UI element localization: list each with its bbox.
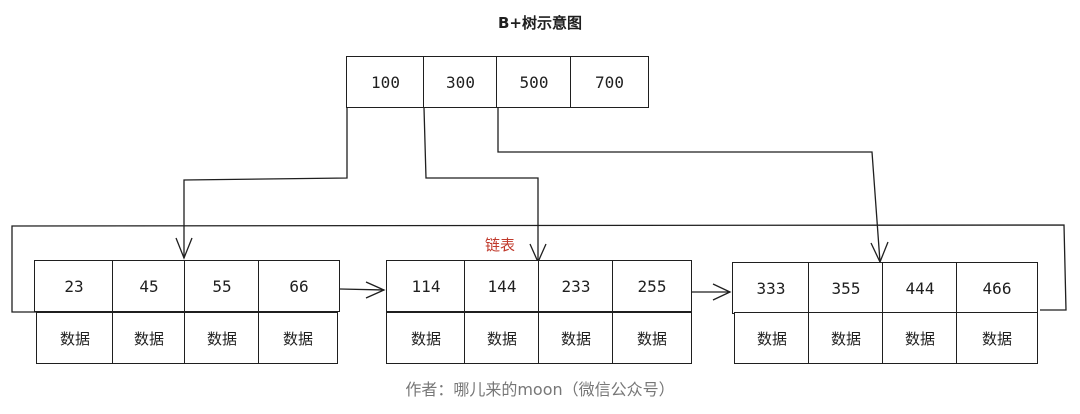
arrowhead-link-2-3 [712, 283, 732, 301]
leaf-key: 255 [612, 260, 692, 312]
leaf-data: 数据 [386, 312, 466, 364]
leaf-key: 333 [732, 262, 810, 314]
leaf-data: 数据 [258, 312, 338, 364]
linked-list-label: 链表 [484, 236, 515, 254]
pointer-root-to-leaf-1 [183, 108, 348, 258]
leaf-data: 数据 [612, 312, 692, 364]
leaf-key: 355 [808, 262, 884, 314]
arrowhead-leaf-1 [175, 237, 193, 260]
leaf-data: 数据 [734, 312, 810, 364]
leaf-data: 数据 [538, 312, 614, 364]
pointer-root-to-leaf-2 [423, 107, 539, 262]
root-key: 700 [570, 56, 649, 108]
leaf-key: 444 [882, 262, 958, 314]
root-key: 100 [346, 56, 425, 108]
arrowhead-link-1-2 [365, 281, 386, 299]
leaf-key: 114 [386, 260, 466, 312]
leaf-data: 数据 [112, 312, 186, 364]
leaf-data: 数据 [956, 312, 1038, 364]
root-key: 300 [423, 56, 498, 108]
leaf-key: 466 [956, 262, 1038, 314]
diagram-title: B+树示意图 [497, 14, 582, 32]
leaf-key: 144 [464, 260, 540, 312]
pointer-root-to-leaf-3 [497, 108, 881, 263]
leaf-data: 数据 [464, 312, 540, 364]
leaf-data: 数据 [808, 312, 884, 364]
leaf-key: 233 [538, 260, 614, 312]
leaf-data: 数据 [184, 312, 260, 364]
leaf-key: 23 [34, 260, 114, 312]
leaf-link-1-2 [339, 288, 385, 291]
leaf-data: 数据 [36, 312, 114, 364]
root-key: 500 [496, 56, 572, 108]
author-credit: 作者：哪儿来的moon（微信公众号） [405, 380, 675, 399]
leaf-data: 数据 [882, 312, 958, 364]
leaf-key: 45 [112, 260, 186, 312]
leaf-key: 55 [184, 260, 260, 312]
leaf-key: 66 [258, 260, 340, 312]
